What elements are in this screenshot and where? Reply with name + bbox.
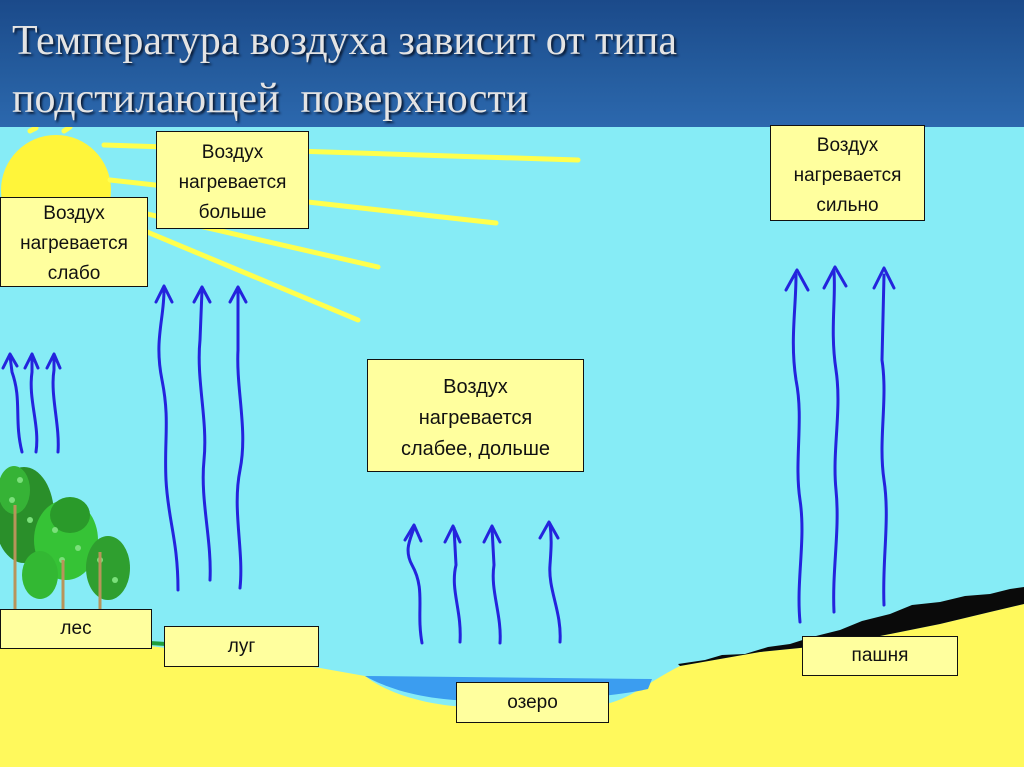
arrow-head [538,520,560,540]
tree-crown [0,466,30,514]
note-line: сильно [816,195,879,216]
sun-ray [27,125,39,134]
plowed-field [678,587,1024,666]
leaf-speck [112,577,118,583]
tree-icon [0,466,130,610]
arrow-shaft [29,354,39,454]
tree-crown [22,551,58,599]
note-line: Воздух [43,203,105,224]
arrow-head [872,266,896,290]
leaf-speck [27,517,33,523]
arrow-head [192,285,212,304]
surface-label-field: пашня [802,636,958,676]
note-line: нагревается [418,407,533,429]
sun-ray [61,124,73,134]
arrow-shaft [51,354,60,454]
arrow-shaft [490,526,502,645]
heat-arrow-icon [45,352,62,454]
sun-ray [105,202,381,270]
forest-air-note: Воздух нагревается слабо [0,197,148,287]
page-title-line-2: подстилающей поверхности [12,76,529,122]
heat-arrow-icon [154,284,180,592]
heat-arrow-icon [482,524,502,645]
lake-air-note: Воздух нагревается слабее, дольше [367,359,584,472]
note-line: Воздух [201,142,264,163]
surface-label-forest: лес [0,609,152,649]
heat-arrow-icon [228,285,248,590]
arrow-shaft [791,273,804,624]
note-line: слабее, дольше [401,438,550,460]
surface-label-lake: озеро [456,682,609,723]
note-line: больше [198,202,267,223]
arrow-head [403,523,423,543]
leaf-speck [52,527,58,533]
arrow-head [784,268,810,292]
arrow-shaft [157,288,180,592]
page-title-line-1: Температура воздуха зависит от типа [12,18,677,64]
heat-arrow-icon [443,524,462,644]
leaf-speck [17,477,23,483]
leaf-speck [9,497,15,503]
heat-arrows [1,265,896,645]
arrow-head [443,524,462,544]
heat-arrow-icon [538,520,562,644]
meadow-air-note: Воздух нагревается больше [156,131,309,229]
heat-arrow-icon [1,352,24,454]
heat-arrow-icon [192,285,212,582]
arrow-head [1,352,19,370]
tree-trunks [13,505,102,610]
field-air-note: Воздух нагревается сильно [770,125,925,221]
heat-arrow-icon [23,352,40,454]
ground [0,604,1024,767]
arrow-shaft [452,526,462,644]
note-line: Воздух [443,376,508,398]
leaf-speck [75,545,81,551]
note-line: нагревается [20,233,128,254]
heat-arrow-icon [403,523,424,645]
arrow-shaft [197,288,212,582]
tree-crown [50,497,90,533]
arrow-head [154,284,174,304]
arrow-shaft [880,273,888,607]
arrow-head [482,524,502,544]
arrow-shaft [406,526,424,645]
meadow-grass [149,641,167,646]
arrow-head [228,285,248,304]
surface-label-meadow: луг [164,626,319,667]
arrow-head [45,352,62,370]
arrow-shaft [831,270,840,614]
title-bar: Температура воздуха зависит от типа подс… [0,0,1024,127]
heat-arrow-icon [872,266,896,607]
note-line: нагревается [178,172,287,193]
tree-crown [86,536,130,600]
arrow-shaft [548,522,562,644]
heat-arrow-icon [784,268,810,624]
arrow-head [23,352,40,370]
arrow-shaft [235,288,245,590]
note-line: Воздух [816,135,879,156]
arrow-shaft [8,354,24,454]
heat-arrow-icon [822,265,848,614]
note-line: нагревается [793,165,902,186]
note-line: слабо [47,263,101,284]
arrow-head [822,265,848,290]
